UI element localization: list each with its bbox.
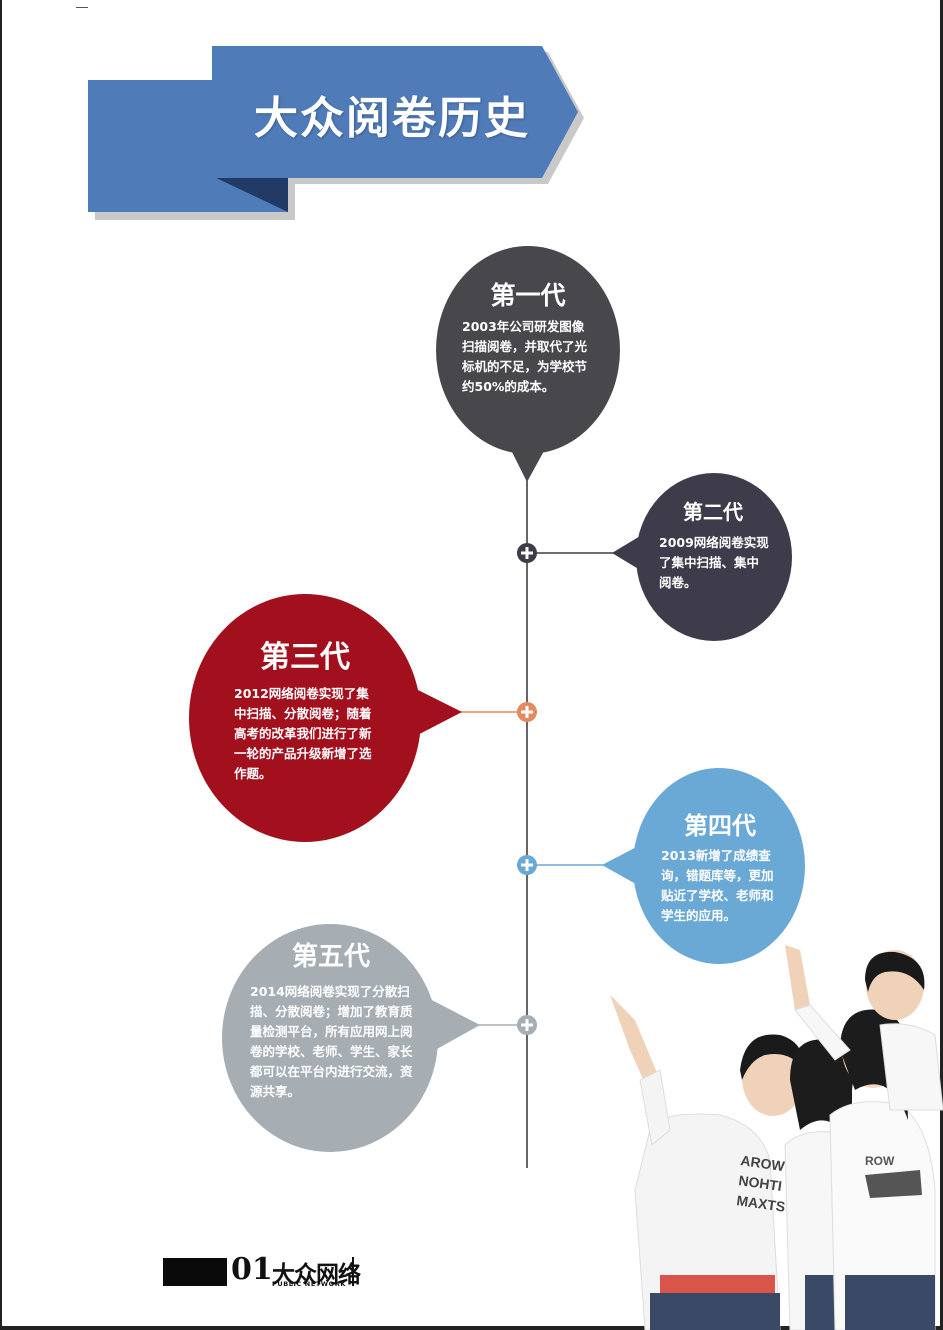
student-figure [785,945,943,1111]
gen4-body: 2013新增了成绩查询，错题库等，更加贴近了学校、老师和学生的应用。 [661,848,774,923]
footer-divider [352,1257,354,1286]
gen1-body: 2003年公司研发图像扫描阅卷，并取代了光标机的不足，为学校节约50%的成本。 [462,319,588,394]
gen3-title: 第三代 [260,640,350,675]
footer-brand-sub: PUBLIC NETWORK [272,1280,347,1288]
title-banner: 大众阅卷历史 [0,0,600,240]
gen4-bubble [535,768,805,964]
corner-mark [76,7,88,8]
footer-brand: 大众网络 [272,1262,361,1288]
plus-circle-icon [517,702,537,722]
page-border-right [940,0,943,1330]
student-figure: AROW NOHTI MAXTS [610,995,805,1330]
gen5-body: 2014网络阅卷实现了分散扫描、分散阅卷；增加了教育质量检测平台，所有应用网上阅… [250,984,413,1099]
banner-title: 大众阅卷历史 [254,93,530,144]
gen5-title: 第五代 [291,942,370,972]
svg-text:ROW: ROW [865,1154,895,1168]
svg-text:MAXTS: MAXTS [736,1192,787,1215]
gen4-title: 第四代 [684,812,756,840]
banner-ribbon [88,46,584,220]
svg-text:AROW: AROW [740,1152,787,1174]
plus-circle-icon [517,543,537,563]
students-photo: AROW NOHTI MAXTS ROW [610,945,943,1330]
page-border-bottom [0,1326,943,1330]
gen2-body: 2009网络阅卷实现了集中扫描、集中阅卷。 [659,535,769,590]
gen3-bubble [189,594,519,842]
svg-text:NOHTI: NOHTI [738,1172,783,1194]
plus-circle-icon [517,1015,537,1035]
gen5-bubble [222,924,519,1152]
gen2-title: 第二代 [683,500,743,524]
page-number: 01 [231,1252,273,1287]
page-border-left [0,0,2,1330]
gen2-bubble [535,473,792,641]
gen1-bubble [436,246,620,482]
footer-black-bar [163,1258,227,1286]
plus-circle-icon [517,855,537,875]
gen3-body: 2012网络阅卷实现了集中扫描、分散阅卷；随着高考的改革我们进行了新一轮的产品升… [234,686,372,781]
gen1-title: 第一代 [490,281,566,310]
